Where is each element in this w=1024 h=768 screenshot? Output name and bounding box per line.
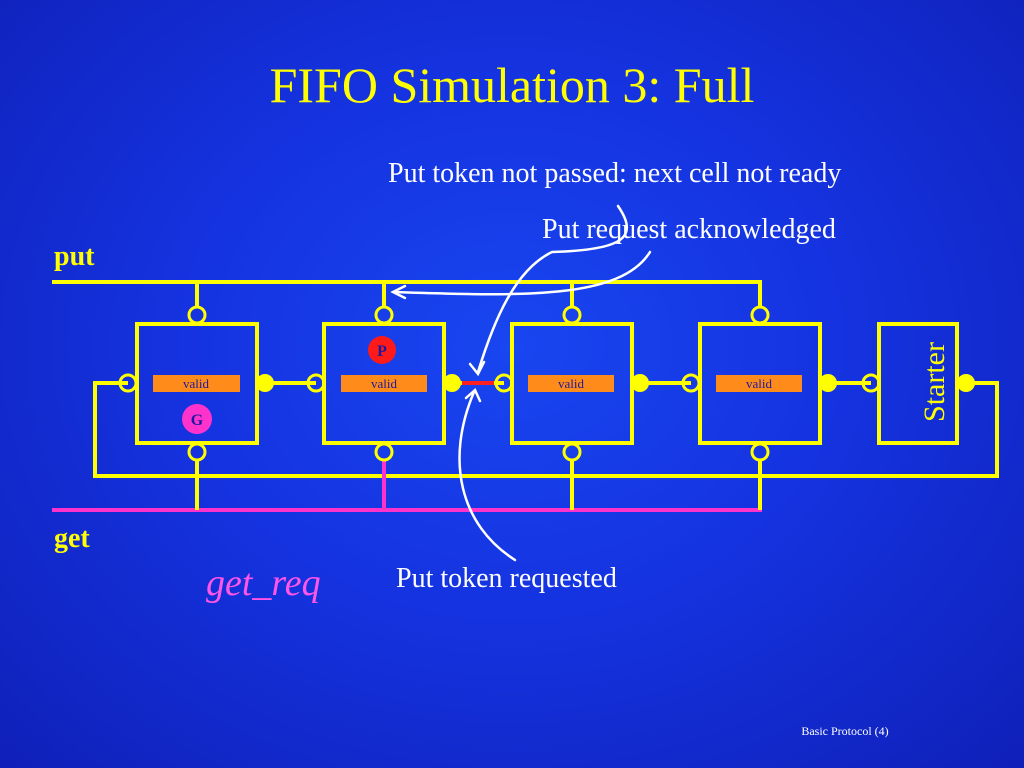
input-port xyxy=(494,373,514,393)
valid-flag xyxy=(528,375,614,392)
starter-label: Starter xyxy=(918,342,951,422)
valid-flag xyxy=(716,375,802,392)
get-token-label: G xyxy=(191,412,204,429)
valid-flag xyxy=(341,375,427,392)
put-rail-label: put xyxy=(54,241,95,272)
valid-label: valid xyxy=(746,376,772,391)
slide-footer: Basic Protocol (4) xyxy=(801,724,889,738)
valid-label: valid xyxy=(371,376,397,391)
get-port xyxy=(187,442,207,462)
input-port xyxy=(681,373,701,393)
valid-label: valid xyxy=(183,376,209,391)
input-port xyxy=(861,373,881,393)
output-port xyxy=(443,374,461,392)
get-rail-label: get xyxy=(54,523,90,554)
get-port xyxy=(750,442,770,462)
arrow-requested xyxy=(458,390,517,562)
valid-label: valid xyxy=(558,376,584,391)
get-token xyxy=(182,404,212,434)
arrow-acknowledged xyxy=(393,250,652,296)
put-port xyxy=(750,305,770,325)
annotation-arrows xyxy=(390,204,652,562)
put-port xyxy=(374,305,394,325)
get-port xyxy=(374,442,394,462)
put-stubs xyxy=(195,282,762,307)
put-token-label: P xyxy=(377,343,387,360)
annotation-token-not-passed: Put token not passed: next cell not read… xyxy=(388,158,842,189)
get-port xyxy=(562,442,582,462)
output-port xyxy=(957,374,975,392)
arrow-acknowledged-head xyxy=(390,284,407,300)
arrow-not-passed xyxy=(476,204,629,374)
arrow-requested-head xyxy=(464,387,482,403)
fifo-cell-1: valid G xyxy=(118,305,274,462)
input-port xyxy=(118,373,138,393)
annotation-request-acknowledged: Put request acknowledged xyxy=(542,214,836,245)
get-stubs xyxy=(195,460,762,510)
fifo-cell-4: valid xyxy=(681,305,837,462)
put-token xyxy=(368,336,396,364)
input-port xyxy=(306,373,326,393)
get-req-label: get_req xyxy=(206,562,321,604)
output-port xyxy=(256,374,274,392)
annotation-token-requested: Put token requested xyxy=(396,563,617,594)
slide-title: FIFO Simulation 3: Full xyxy=(269,57,755,113)
fifo-cell-3: valid xyxy=(494,305,649,462)
starter-cell: Starter xyxy=(861,322,975,445)
ring-wire xyxy=(93,381,999,478)
valid-flag xyxy=(153,375,240,392)
put-port xyxy=(187,305,207,325)
arrow-not-passed-head xyxy=(468,360,486,377)
output-port xyxy=(819,374,837,392)
put-port xyxy=(562,305,582,325)
output-port xyxy=(631,374,649,392)
fifo-cell-2: valid P xyxy=(306,305,461,462)
